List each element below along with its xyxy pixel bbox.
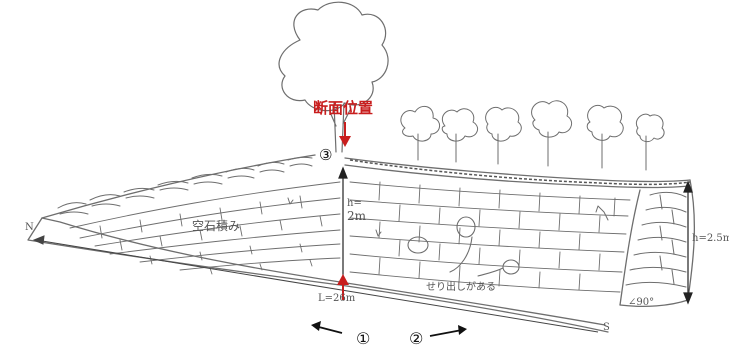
tree-row: [400, 100, 665, 171]
large-tree: [278, 1, 389, 153]
south-label: S: [603, 322, 610, 333]
right-wall-outline: [344, 157, 696, 308]
wall-type-label: 空石積み: [192, 218, 240, 233]
length-dimension: [32, 235, 599, 333]
section-position-label: 断面位置: [313, 99, 373, 117]
section-position-markers: [337, 122, 351, 300]
direction-arrows: [311, 321, 467, 337]
center-height-dimension: [338, 166, 348, 285]
north-label: N: [25, 222, 34, 233]
right-height-dimension: [683, 180, 693, 305]
marker-3: ③: [319, 146, 332, 164]
length-label: L=26m: [318, 293, 356, 304]
height-center-line1: h=: [347, 198, 362, 209]
misc-marks: [287, 197, 609, 237]
view-2-marker: ②: [409, 329, 423, 348]
left-wall-courses: [69, 181, 341, 275]
angle-label: ∠90°: [628, 297, 654, 308]
corner-stones: [625, 191, 687, 288]
right-wall-courses: [349, 181, 631, 293]
bulge-note: せり出しがある: [426, 280, 496, 293]
rope-coping: [349, 159, 691, 186]
height-center-line2: 2m: [347, 209, 367, 223]
height-right-label: h=2.5m: [692, 233, 729, 244]
bulge-marks: [407, 216, 520, 277]
view-1-marker: ①: [356, 329, 370, 348]
left-coping-stones: [57, 156, 313, 215]
